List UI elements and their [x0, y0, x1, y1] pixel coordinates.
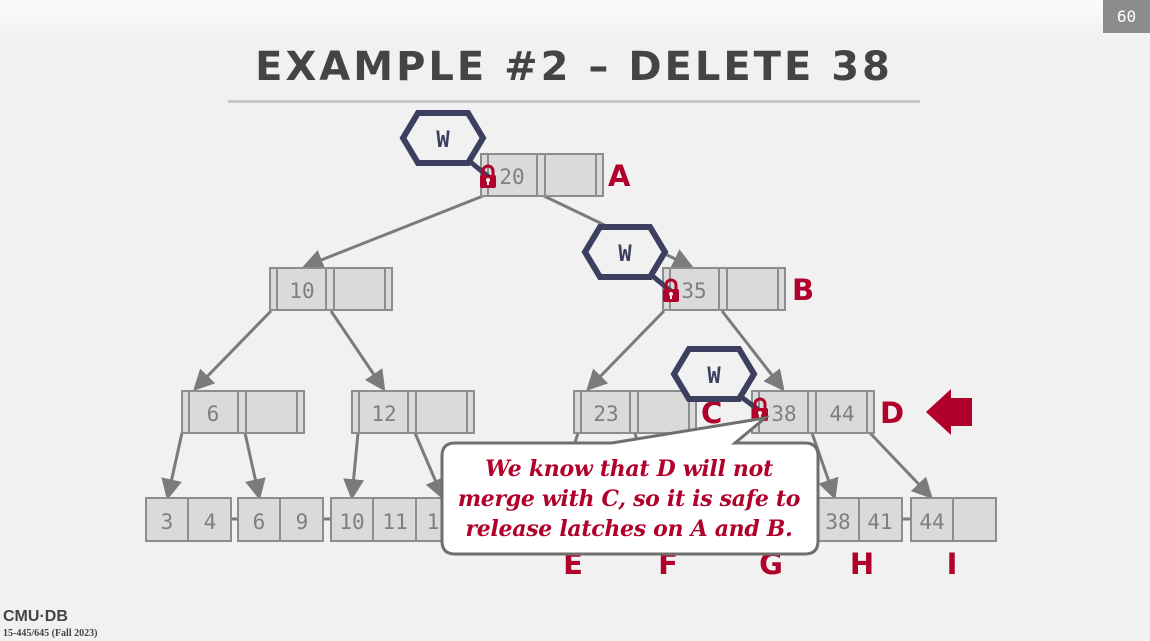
leaf-3-key-2: 11 [382, 510, 407, 534]
leaf-i-key-1: 44 [919, 510, 944, 534]
node-d-key-2: 44 [829, 402, 854, 426]
edge-d-leaf-h [810, 432, 839, 500]
title-rule [228, 100, 920, 103]
leaf-3-key-1: 10 [339, 510, 364, 534]
node-12: 12 [351, 390, 475, 434]
node-12-key-1: 12 [371, 402, 396, 426]
leaf-1-key-2: 4 [204, 510, 217, 534]
leaf-4-key-1: 1 [427, 510, 440, 534]
edge-n12-leaf3 [343, 432, 365, 501]
leaf-1: 3 4 [145, 497, 232, 542]
node-a-key-1: 20 [499, 165, 524, 189]
node-c-label: C [701, 396, 722, 430]
edge-n6-leaf2 [243, 432, 266, 501]
cmu-db-logo: CMU·DB [3, 608, 68, 625]
leaf-h-key-1: 38 [825, 510, 850, 534]
leaf-2: 6 9 [237, 497, 324, 542]
node-c: 23 [573, 390, 697, 434]
edge-d-leaf-i [868, 431, 933, 500]
node-a-label: A [608, 159, 631, 193]
node-10: 10 [269, 267, 393, 311]
leaf-i-label: I [947, 547, 958, 581]
callout-text: We know that D will not merge with C, so… [443, 445, 815, 553]
leaf-1-key-1: 3 [161, 510, 174, 534]
current-node-arrow-icon [926, 389, 972, 435]
node-d: 38 44 D [751, 390, 904, 434]
write-latch-d-label: W [707, 364, 721, 389]
node-c-key-1: 23 [593, 402, 618, 426]
write-latch-d: W [670, 346, 762, 413]
node-d-label: D [880, 396, 904, 430]
callout-line-3: release latches on A and B. [465, 516, 793, 542]
top-band [0, 0, 1150, 40]
node-6-key-1: 6 [207, 402, 220, 426]
slide-title: EXAMPLE #2 – DELETE 38 [255, 44, 893, 90]
node-a: 20 A [480, 153, 631, 197]
node-6: 6 [181, 390, 305, 434]
node-d-key-1: 38 [771, 402, 796, 426]
edge-n12-leaf4 [413, 432, 446, 500]
write-latch-b-label: W [618, 242, 632, 267]
leaf-h-label: H [850, 547, 874, 581]
write-latch-b: W [581, 224, 674, 294]
edge-b-d [720, 310, 785, 392]
callout-line-2: merge with C, so it is safe to [457, 486, 801, 512]
callout-bubble [440, 415, 820, 556]
edge-a-n10 [302, 194, 484, 270]
leaf-2-key-2: 9 [296, 510, 309, 534]
leaf-2-key-1: 6 [253, 510, 266, 534]
course-label: 15-445/645 (Fall 2023) [3, 628, 98, 639]
edge-n10-n12 [329, 310, 386, 392]
write-latch-a: W [399, 110, 492, 180]
leaf-h-key-2: 41 [867, 510, 892, 534]
node-b: 35 B [662, 267, 814, 311]
edge-n6-leaf1 [161, 432, 184, 501]
write-latch-a-label: W [436, 128, 450, 153]
node-10-key-1: 10 [289, 279, 314, 303]
node-b-key-1: 35 [681, 279, 706, 303]
leaf-i: 44 [910, 497, 997, 542]
edge-b-c [586, 309, 666, 392]
page-number: 60 [1103, 0, 1150, 33]
leaf-h: 38 41 [816, 497, 903, 542]
callout-line-1: We know that D will not [485, 456, 773, 482]
edge-n10-n6 [193, 309, 273, 392]
leaf-3: 10 11 [330, 497, 417, 542]
node-b-label: B [792, 273, 814, 307]
